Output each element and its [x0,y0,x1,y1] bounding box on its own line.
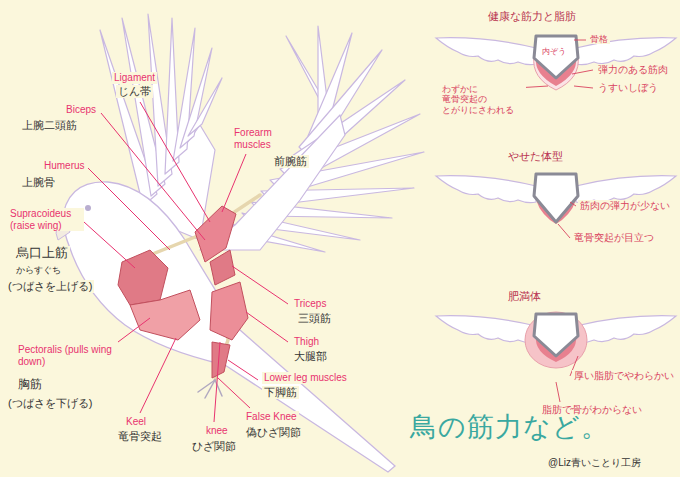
part-name-ja: 上腕骨 [20,176,57,189]
bird-body [62,182,395,472]
part-name-en: Keel [124,416,148,428]
part-name-ja: 大腿部 [292,350,329,363]
part-name-ja: 下脚筋 [262,386,299,399]
panel-note: 骨格 [588,34,610,44]
part-name-ja: ひざ関節 [190,440,238,453]
part-name-en: Biceps [64,104,98,116]
part-name-ja: 竜骨突起 [116,430,164,443]
panel-title: 健康な筋力と脂肪 [488,10,576,23]
thin-section [436,174,676,224]
leader-lines [84,102,288,422]
panel-note: 脂肪で骨がわからない [540,404,644,416]
part-name-en: knee [204,425,230,437]
part-name-ja: 偽ひざ関節 [244,426,303,439]
panel-note: うすいしぼう [596,82,660,94]
obese-section [436,312,676,368]
reading-note: からすぐち [14,265,63,275]
function-note: (つばさを上げる) [6,280,94,293]
part-name-en: Forearm muscles [232,127,288,150]
title: 鳥の筋力など。 [410,412,609,443]
feet [198,380,222,398]
function-note: (つばさを下げる) [6,397,94,410]
watermark: @Liz青いことり工房 [548,457,641,469]
part-name-ja: 前腕筋 [272,155,309,168]
part-name-en: False Knee [244,411,299,423]
muscles [118,206,248,378]
panel-note: 厚い脂肪でやわらかい [572,370,676,382]
panel-title: 肥満体 [508,290,541,303]
part-name-ja: 上腕二頭筋 [20,119,79,132]
panel-title: やせた体型 [508,150,563,163]
panel-note: わずかに 竜骨突起の とがりにさわれる [440,84,526,115]
part-name-en: Ligament [112,72,157,84]
part-name-ja: 三頭筋 [296,312,333,325]
panel-note: 内ぞう [542,47,566,56]
part-name-en: Lower leg muscles [262,372,349,384]
panel-note: 竜骨突起が目立つ [572,232,656,244]
part-name-en: Thigh [292,336,321,348]
panel-note: 筋肉の弾力が少ない [578,200,672,212]
bones [150,195,260,380]
part-name-en: Humerus [42,160,87,172]
part-name-en: Triceps [292,298,328,310]
bird-eye [85,205,91,211]
panel-note: 弾力のある筋肉 [596,64,670,76]
part-name-ja: 胸筋 [16,378,44,392]
part-name-ja: じん帯 [116,85,153,98]
part-name-en: Supracoideus (raise wing) [8,208,84,231]
part-name-ja: 烏口上筋 [14,246,70,261]
part-name-en: Pectoralis (pulls wing down) [16,344,118,367]
